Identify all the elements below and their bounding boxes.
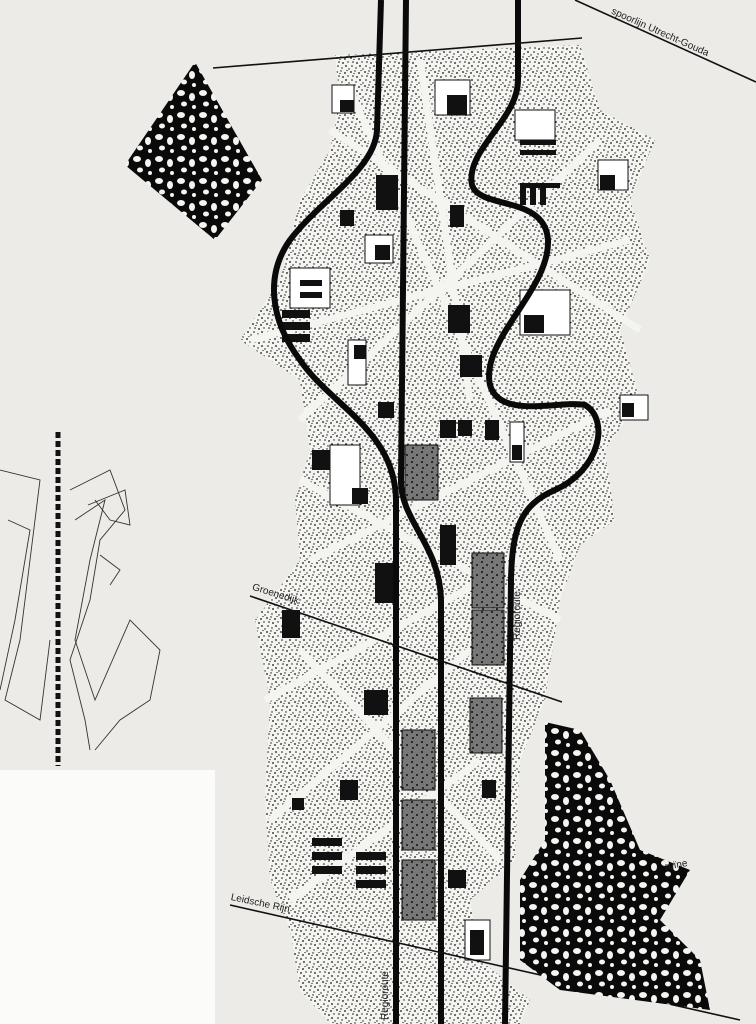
label-regioroute-east: Regioroute — [512, 591, 523, 640]
groenedijk-line — [249, 595, 563, 703]
road-middle — [397, 0, 444, 1024]
forest-detail-north — [125, 62, 262, 240]
contour-sketch — [0, 469, 161, 751]
roads — [271, 0, 602, 1024]
forest-detail-ruin — [520, 722, 710, 1010]
road-east — [468, 0, 602, 1024]
northern-boundary — [212, 37, 583, 69]
label-regioroute-west: Regioroute — [380, 971, 391, 1020]
sports-fields — [401, 444, 505, 921]
buildings — [282, 79, 649, 961]
railway-line — [574, 0, 756, 83]
road-west — [271, 0, 399, 1024]
blank-paper-area — [0, 770, 215, 1024]
